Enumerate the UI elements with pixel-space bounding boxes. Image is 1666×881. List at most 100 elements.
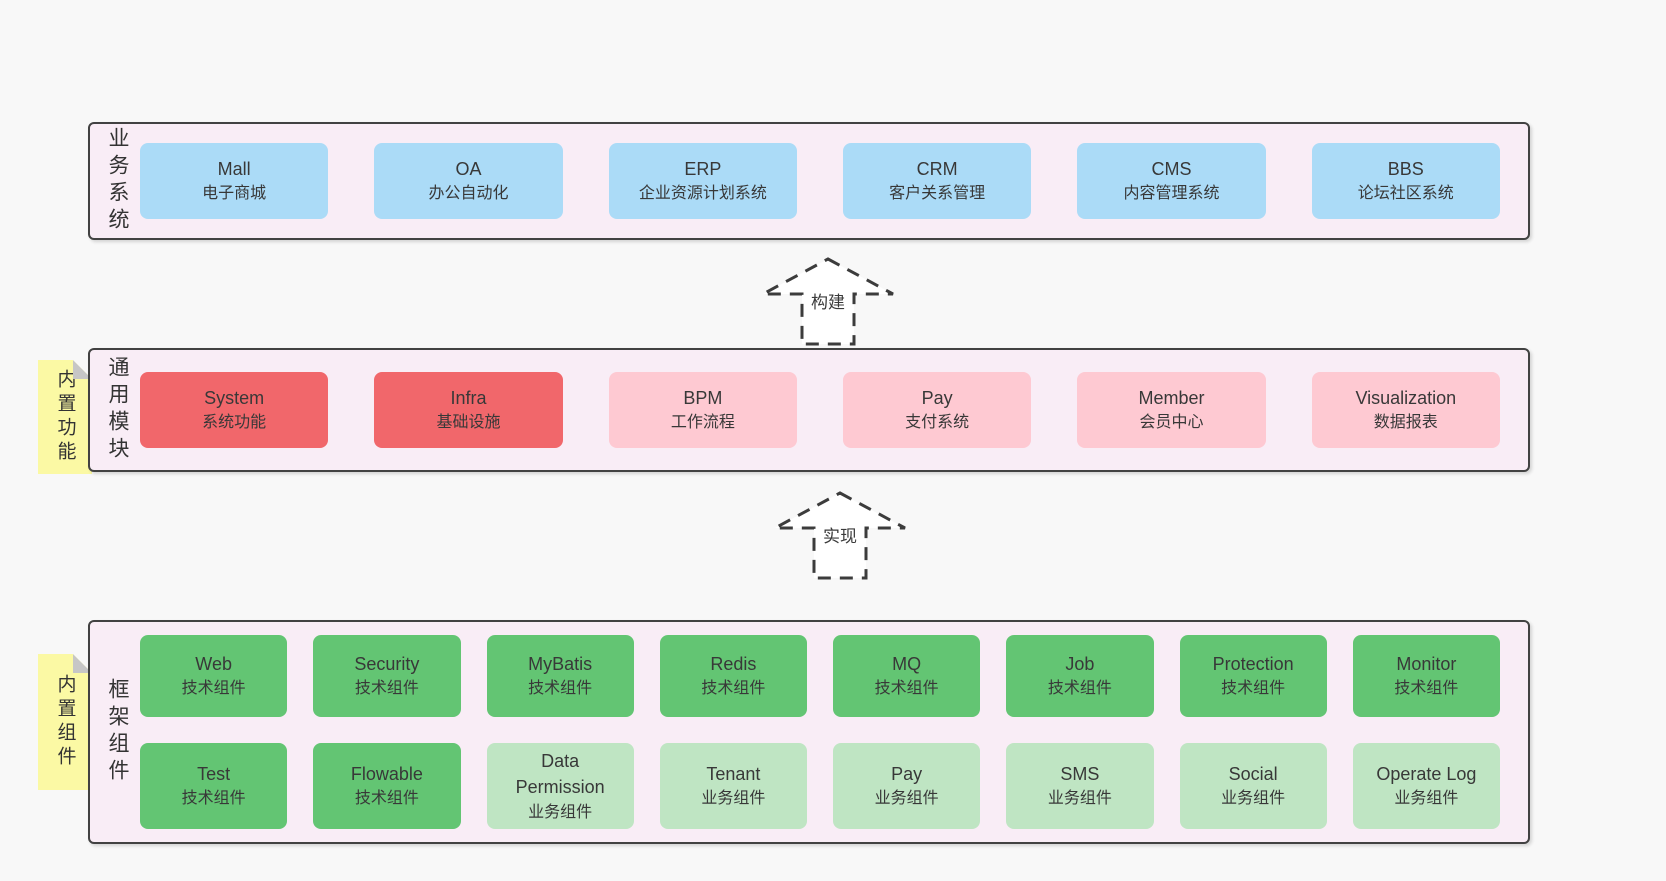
box-desc: 基础设施 (436, 414, 501, 432)
box-desc: 技术组件 (354, 680, 419, 698)
framework-boxes-grid: Web 技术组件 Security 技术组件 MyBatis 技术组件 Redi… (140, 635, 1528, 829)
box-flowable: Flowable 技术组件 (313, 743, 461, 829)
box-cms: CMS 内容管理系统 (1077, 143, 1266, 219)
box-job: Job 技术组件 (1006, 635, 1154, 717)
box-name: Tenant (706, 764, 761, 785)
box-name: Protection (1212, 654, 1294, 675)
box-security: Security 技术组件 (313, 635, 461, 717)
box-desc: 业务组件 (1394, 790, 1459, 808)
box-desc: 支付系统 (905, 414, 970, 432)
box-test: Test 技术组件 (140, 743, 288, 829)
box-mybatis: MyBatis 技术组件 (486, 635, 634, 717)
box-name: Test (197, 764, 231, 785)
framework-components-section: 框架组件 Web 技术组件 Security 技术组件 MyBatis 技术组件… (88, 620, 1530, 844)
sticky-label: 内置功能 (54, 369, 76, 465)
box-name: OA (455, 159, 482, 180)
box-crm: CRM 客户关系管理 (842, 143, 1032, 219)
modules-boxes-row: System 系统功能 Infra 基础设施 BPM 工作流程 Pay 支付系统… (140, 372, 1528, 448)
box-erp: ERP 企业资源计划系统 (608, 143, 797, 219)
box-name: MyBatis (528, 654, 593, 675)
box-bbs: BBS 论坛社区系统 (1311, 143, 1500, 219)
box-name: Operate Log (1376, 764, 1477, 785)
box-name: Pay (921, 388, 953, 409)
sticky-note-built-in-components: 内置组件 (38, 654, 92, 790)
box-name: Flowable (350, 764, 423, 785)
box-desc: 内容管理系统 (1123, 185, 1220, 203)
box-social: Social 业务组件 (1179, 743, 1327, 829)
box-name: Redis (710, 654, 757, 675)
box-member: Member 会员中心 (1077, 372, 1266, 448)
box-visualization: Visualization 数据报表 (1311, 372, 1500, 448)
arrow-implement-label: 实现 (772, 522, 908, 548)
box-name: BBS (1387, 159, 1424, 180)
box-desc: 业务组件 (1221, 790, 1286, 808)
box-name: Web (195, 654, 232, 675)
box-desc: 论坛社区系统 (1357, 185, 1454, 203)
box-desc: 业务组件 (528, 803, 593, 821)
box-sms: SMS 业务组件 (1006, 743, 1154, 829)
box-desc: 业务组件 (874, 790, 939, 808)
box-desc: 会员中心 (1139, 414, 1204, 432)
box-operate-log: Operate Log 业务组件 (1352, 743, 1500, 829)
box-name: BPM (683, 388, 723, 409)
box-tenant: Tenant 业务组件 (659, 743, 807, 829)
business-boxes-row: Mall 电子商城 OA 办公自动化 ERP 企业资源计划系统 CRM 客户关系… (140, 143, 1528, 219)
box-name: CRM (916, 159, 958, 180)
box-desc: 企业资源计划系统 (638, 185, 767, 203)
arrow-build: 构建 (760, 256, 896, 346)
box-name: Pay (891, 764, 923, 785)
box-protection: Protection 技术组件 (1179, 635, 1327, 717)
box-web: Web 技术组件 (140, 635, 288, 717)
box-desc: 技术组件 (1221, 680, 1286, 698)
box-oa: OA 办公自动化 (374, 143, 563, 219)
box-name: Data Permission (515, 751, 605, 798)
box-data-permission: Data Permission 业务组件 (486, 743, 634, 829)
arrow-implement: 实现 (772, 490, 908, 580)
framework-section-label: 框架组件 (106, 678, 129, 786)
box-name: Job (1065, 654, 1095, 675)
box-mall: Mall 电子商城 (140, 143, 329, 219)
box-name: Mall (217, 159, 251, 180)
box-name: Visualization (1355, 388, 1457, 409)
box-redis: Redis 技术组件 (659, 635, 807, 717)
box-name: SMS (1060, 764, 1100, 785)
box-name: MQ (892, 654, 922, 675)
common-modules-section: 通用模块 System 系统功能 Infra 基础设施 BPM 工作流程 Pay… (88, 348, 1530, 472)
box-desc: 技术组件 (701, 680, 766, 698)
box-desc: 系统功能 (202, 414, 267, 432)
box-bpm: BPM 工作流程 (608, 372, 797, 448)
box-name: Social (1228, 764, 1278, 785)
box-desc: 数据报表 (1373, 414, 1438, 432)
modules-section-label: 通用模块 (106, 356, 129, 464)
box-name: CMS (1151, 159, 1192, 180)
box-desc: 技术组件 (1047, 680, 1112, 698)
box-name: System (204, 388, 265, 409)
box-desc: 技术组件 (874, 680, 939, 698)
box-desc: 业务组件 (701, 790, 766, 808)
box-pay-module: Pay 支付系统 (842, 372, 1032, 448)
box-name: Security (354, 654, 420, 675)
box-desc: 电子商城 (202, 185, 267, 203)
arrow-build-label: 构建 (760, 288, 896, 314)
box-infra: Infra 基础设施 (374, 372, 563, 448)
box-desc: 办公自动化 (428, 185, 509, 203)
box-desc: 技术组件 (1394, 680, 1459, 698)
business-systems-section: 业务系统 Mall 电子商城 OA 办公自动化 ERP 企业资源计划系统 CRM… (88, 122, 1530, 240)
box-desc: 技术组件 (528, 680, 593, 698)
sticky-label: 内置组件 (54, 674, 76, 770)
box-monitor: Monitor 技术组件 (1352, 635, 1500, 717)
box-name: ERP (684, 159, 722, 180)
sticky-note-built-in-functions: 内置功能 (38, 360, 92, 474)
box-desc: 技术组件 (354, 790, 419, 808)
box-desc: 工作流程 (670, 414, 735, 432)
box-name: Infra (450, 388, 487, 409)
box-desc: 业务组件 (1047, 790, 1112, 808)
box-desc: 客户关系管理 (889, 185, 986, 203)
box-mq: MQ 技术组件 (833, 635, 981, 717)
box-pay-component: Pay 业务组件 (833, 743, 981, 829)
box-desc: 技术组件 (181, 790, 246, 808)
box-name: Monitor (1396, 654, 1457, 675)
box-system: System 系统功能 (140, 372, 329, 448)
box-desc: 技术组件 (181, 680, 246, 698)
business-section-label: 业务系统 (106, 127, 129, 235)
